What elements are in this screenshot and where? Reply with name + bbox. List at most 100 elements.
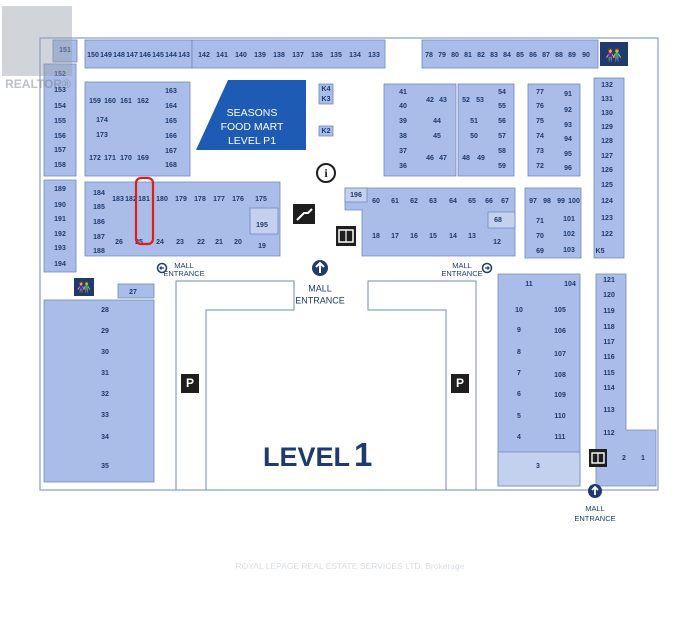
top-row-labels: 151 150 149 148 147 146 145 144 143 142 …	[59, 47, 380, 59]
unit-label: 103	[563, 247, 575, 254]
unit-label: 4	[517, 434, 521, 441]
restroom-icon: 👫	[606, 48, 622, 64]
block-77-labels: 77 91 76 92 75 93 74 94 73 95 72 96	[536, 89, 572, 172]
unit-label: 18	[372, 233, 380, 240]
right-column-labels: 132 131 130 129 128 127 126 125 124 123 …	[596, 82, 613, 255]
unit-label: 119	[603, 308, 614, 315]
unit-label: 53	[476, 97, 484, 104]
unit-label: 135	[330, 52, 342, 59]
kiosk-k4-k3	[318, 83, 334, 105]
unit-label: 8	[517, 349, 521, 356]
unit-label: 152	[54, 71, 66, 78]
unit-label: 36	[399, 163, 407, 170]
parking-icon-right	[451, 374, 469, 393]
unit-label: 91	[564, 91, 572, 98]
unit-label: 161	[120, 98, 132, 105]
unit-label: 107	[554, 351, 566, 358]
unit-196	[344, 187, 368, 203]
unit-label: 123	[601, 215, 613, 222]
unit-label: 68	[494, 217, 502, 224]
unit-label: 121	[603, 277, 615, 284]
block-159-units	[84, 81, 191, 177]
unit-label: K4	[322, 86, 331, 93]
unit-label: 157	[54, 147, 66, 154]
unit-label: 41	[399, 89, 407, 96]
unit-label: 192	[54, 231, 66, 238]
food-mart-name-2: FOOD MART	[221, 121, 284, 133]
unit-label: K5	[596, 248, 605, 255]
unit-label: 173	[96, 132, 108, 139]
unit-label: 160	[104, 98, 116, 105]
unit-label: 12	[493, 239, 501, 246]
unit-label: 78	[425, 52, 433, 59]
unit-label: 14	[449, 233, 457, 240]
unit-label: 95	[564, 151, 572, 158]
unit-label: ENTRANCE	[574, 514, 615, 523]
unit-label: 60	[372, 198, 380, 205]
unit-label: 179	[175, 196, 187, 203]
unit-label: 96	[564, 165, 572, 172]
unit-label: 124	[601, 198, 613, 205]
unit-label: 11	[525, 281, 533, 288]
unit-label: K2	[322, 128, 331, 135]
block-159-labels: 159 160 161 162 163 164 165 166 167 168 …	[89, 88, 177, 169]
unit-label: 63	[429, 198, 437, 205]
left-big-units	[43, 283, 155, 483]
unit-label: 81	[464, 52, 472, 59]
unit-label: 82	[477, 52, 485, 59]
unit-label: 28	[101, 307, 109, 314]
unit-label: 169	[137, 155, 149, 162]
unit-label: 134	[349, 52, 361, 59]
unit-label: 37	[399, 148, 407, 155]
unit-label: 130	[601, 110, 613, 117]
unit-label: 120	[603, 292, 615, 299]
left-column-units	[43, 63, 77, 177]
unit-label: 136	[311, 52, 323, 59]
unit-label: 38	[399, 133, 407, 140]
unit-label: 5	[517, 413, 521, 420]
unit-label: 10	[515, 307, 523, 314]
unit-label: 70	[536, 233, 544, 240]
unit-label: 149	[100, 52, 112, 59]
unit-label: 166	[165, 133, 177, 140]
unit-label: 114	[603, 385, 614, 392]
unit-label: 39	[399, 118, 407, 125]
unit-label: 46	[426, 155, 434, 162]
unit-label: 177	[213, 196, 225, 203]
unit-label: 94	[564, 136, 572, 143]
unit-label: 150	[87, 52, 99, 59]
unit-label: 146	[139, 52, 151, 59]
unit-label: 189	[54, 186, 66, 193]
unit-label: 52	[462, 97, 470, 104]
info-icon-glyph: i	[324, 166, 328, 180]
unit-label: MALL	[308, 283, 332, 293]
unit-label: 7	[517, 370, 521, 377]
block-97-labels: 97 98 99 100 71 101 70 102 69 103	[529, 198, 580, 255]
unit-label: 154	[54, 103, 66, 110]
unit-label: ENTRANCE	[295, 295, 345, 305]
unit-label: 165	[165, 118, 177, 125]
unit-label: 44	[433, 118, 441, 125]
unit-label: 185	[93, 204, 105, 211]
unit-label: 62	[410, 198, 418, 205]
unit-label: 159	[89, 98, 101, 105]
parking-icon-left	[181, 374, 199, 393]
unit-label: 33	[101, 412, 109, 419]
unit-label: 85	[516, 52, 524, 59]
unit-label: 162	[137, 98, 149, 105]
parking-glyph-left: P	[186, 376, 194, 390]
unit-label: 144	[165, 52, 177, 59]
unit-label: 2	[622, 455, 626, 462]
unit-label: 50	[470, 133, 478, 140]
unit-68	[487, 211, 516, 229]
unit-label: 193	[54, 245, 66, 252]
unit-label: K3	[322, 96, 331, 103]
left-big-labels: 27 28 29 30 31 32 33 34 35	[101, 289, 137, 470]
unit-label: 47	[439, 155, 447, 162]
left-mid-units	[43, 179, 77, 273]
unit-label: 105	[554, 307, 566, 314]
unit-label: 22	[197, 239, 205, 246]
food-mart-name-1: SEASONS	[227, 107, 278, 119]
